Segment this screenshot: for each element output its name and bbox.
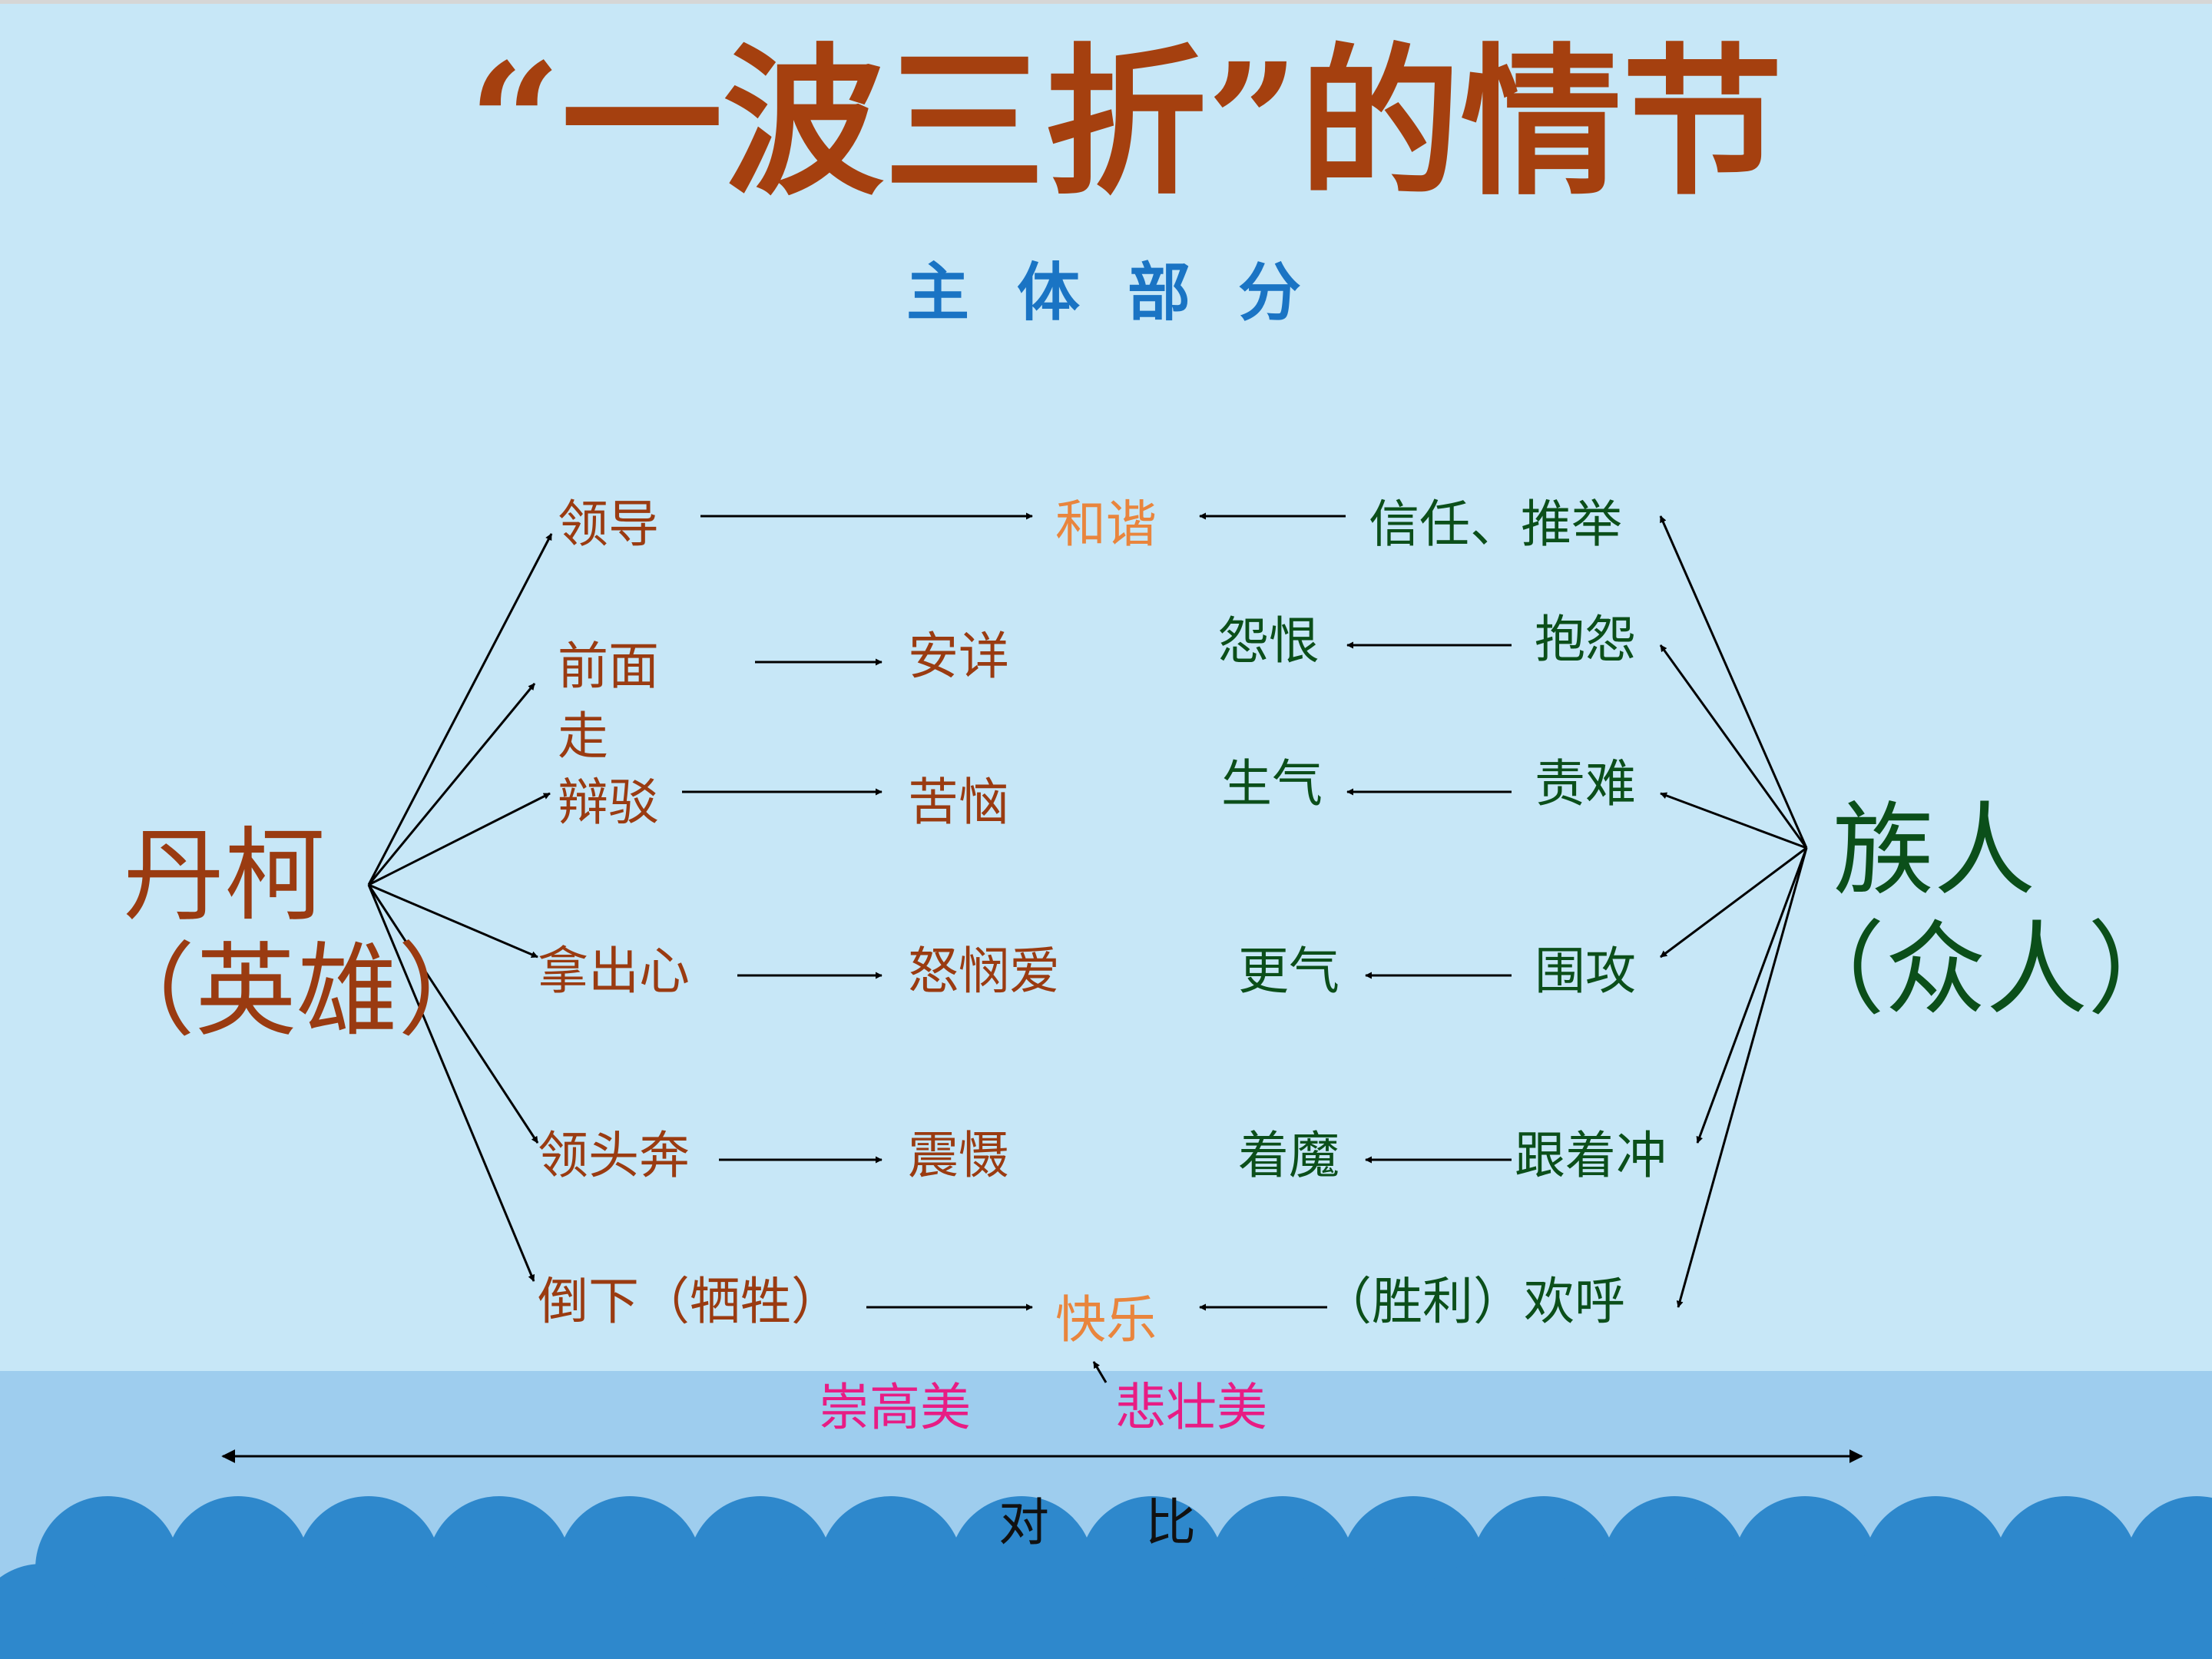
wave-front — [753, 1564, 898, 1659]
wave-front — [101, 1564, 245, 1659]
crowd-result-possessed: 着魔 — [1238, 1126, 1339, 1185]
wave-front — [1929, 1564, 2073, 1659]
arrow-crowd-to-trust — [1659, 515, 1808, 849]
arrow-crowd-to-follow — [1696, 847, 1808, 1144]
contrast-label: 对 比 — [998, 1493, 1236, 1552]
center-harmony: 和谐 — [1055, 495, 1157, 554]
crowd-action-cheer: （胜利）欢呼 — [1321, 1272, 1625, 1331]
arrow-crowd-to-siege — [1660, 846, 1807, 959]
arrow-crowd-to-complain — [1659, 644, 1808, 849]
hero-action-rush: 领头奔 — [538, 1126, 690, 1185]
crowd-action-trust: 信任、推举 — [1369, 495, 1622, 554]
arrow-hero-to-lead — [367, 533, 553, 886]
hero-result-awe: 震慑 — [908, 1126, 1009, 1185]
wave-front — [231, 1564, 376, 1659]
crowd-result-fury: 更气 — [1238, 942, 1339, 1001]
center-joy: 快乐 — [1055, 1290, 1157, 1349]
wave-front — [1276, 1564, 1420, 1659]
wave-front — [2190, 1584, 2212, 1659]
hero-action-lead: 领导 — [558, 495, 659, 554]
wave-front — [1667, 1564, 1812, 1659]
crowd-action-siege: 围攻 — [1535, 942, 1636, 1001]
arrow-into-joy — [1092, 1361, 1108, 1383]
hero-action-fall: 倒下（牺牲） — [538, 1272, 842, 1331]
wave-front — [1145, 1564, 1290, 1659]
arrow-hero-to-rush — [367, 884, 539, 1144]
hero-action-argue: 辩驳 — [558, 773, 659, 832]
wave-front — [2059, 1564, 2204, 1659]
aesthetic-tragic: 悲壮美 — [1115, 1378, 1267, 1437]
wave-front — [884, 1564, 1028, 1659]
arrow-hero-to-argue — [368, 792, 551, 886]
wave-front — [362, 1564, 506, 1659]
wave-front — [1015, 1564, 1159, 1659]
hero-result-anger-pity-love: 怒悯爱 — [908, 942, 1060, 1001]
hero-role: （英雄） — [94, 932, 499, 1051]
wave-front — [1798, 1564, 1942, 1659]
crowd-action-blame: 责难 — [1535, 754, 1636, 813]
hero-action-heart: 拿出心 — [538, 942, 690, 1001]
wave-front — [0, 1564, 114, 1659]
hero-action-walk: 前面走 — [558, 637, 659, 767]
crowd-result-hatred: 怨恨 — [1218, 611, 1320, 671]
arrow-hero-to-fall — [367, 884, 535, 1282]
wave-front — [623, 1564, 767, 1659]
arrow-crowd-to-blame — [1660, 792, 1807, 849]
arrow-crowd-to-cheer — [1676, 847, 1808, 1308]
arrow-hero-to-walk — [367, 683, 536, 886]
top-border — [0, 0, 2212, 4]
crowd-role: （众人） — [1783, 911, 2189, 1029]
wave-front — [492, 1564, 637, 1659]
wave-front — [1537, 1564, 1681, 1659]
slide-subtitle: 主体部分 — [906, 256, 1349, 329]
slide-title: “一波三折”的情节 — [469, 28, 1783, 217]
hero-result-calm: 安详 — [908, 627, 1009, 686]
crowd-action-complain: 抱怨 — [1535, 610, 1636, 669]
wave-front — [1406, 1564, 1551, 1659]
hero-name: 丹柯 — [123, 817, 326, 935]
hero-result-worry: 苦恼 — [908, 773, 1009, 832]
aesthetic-sublime: 崇高美 — [819, 1378, 971, 1437]
crowd-action-follow: 跟着冲 — [1515, 1126, 1667, 1185]
crowd-result-anger: 生气 — [1221, 754, 1323, 813]
arrow-hero-to-heart — [368, 883, 538, 959]
crowd-name: 族人 — [1833, 792, 2035, 910]
